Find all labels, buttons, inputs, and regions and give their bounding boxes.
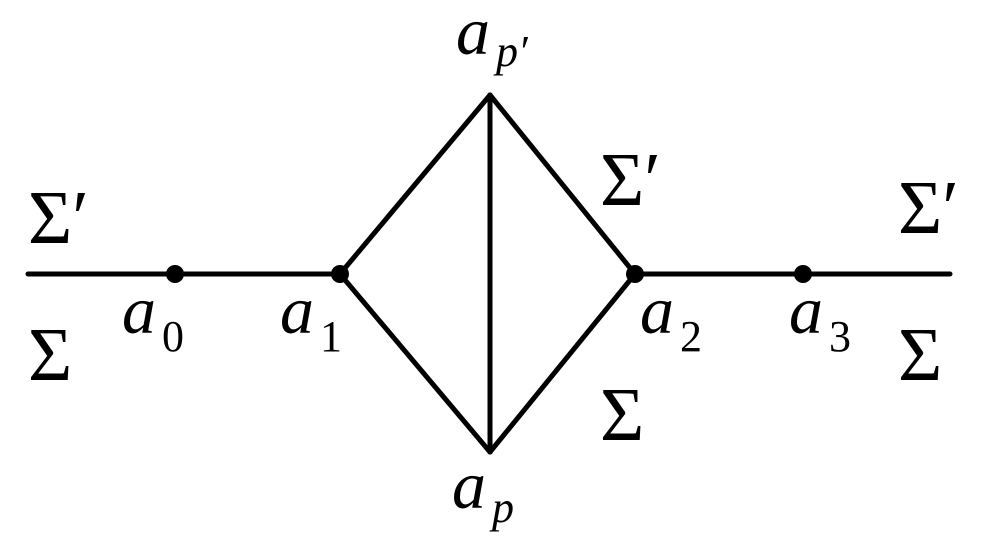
node-a3-dot [794, 265, 812, 283]
label-a1-sub: 1 [320, 312, 342, 361]
edge-a1-ap [337, 271, 493, 455]
edge-ap-prime-a2 [487, 92, 638, 277]
label-left-sigma-prime: Σ′ [28, 176, 89, 260]
label-ap-sub: p [489, 483, 514, 532]
label-a1-base: a [280, 272, 314, 348]
label-right-sigma-prime: Σ′ [898, 166, 959, 250]
label-a2-base: a [640, 272, 674, 348]
edge-a1-ap-prime [337, 92, 493, 277]
label-mid-sigma: Σ [600, 373, 644, 457]
label-ap-base: a [452, 447, 486, 523]
label-a0-sub: 0 [162, 312, 184, 361]
label-ap-prime-base: a [456, 0, 490, 69]
label-a3-sub: 3 [829, 312, 851, 361]
edge-ap-a2 [487, 271, 638, 455]
label-a3-base: a [789, 272, 823, 348]
label-ap-prime-sub: p′ [493, 27, 529, 76]
label-left-sigma: Σ [28, 313, 72, 397]
node-a1-dot [331, 265, 349, 283]
label-a0-base: a [122, 272, 156, 348]
node-a2-dot [626, 265, 644, 283]
label-mid-sigma-prime: Σ′ [600, 138, 661, 222]
label-a2-sub: 2 [680, 312, 702, 361]
label-right-sigma: Σ [898, 313, 942, 397]
node-a0-dot [166, 265, 184, 283]
